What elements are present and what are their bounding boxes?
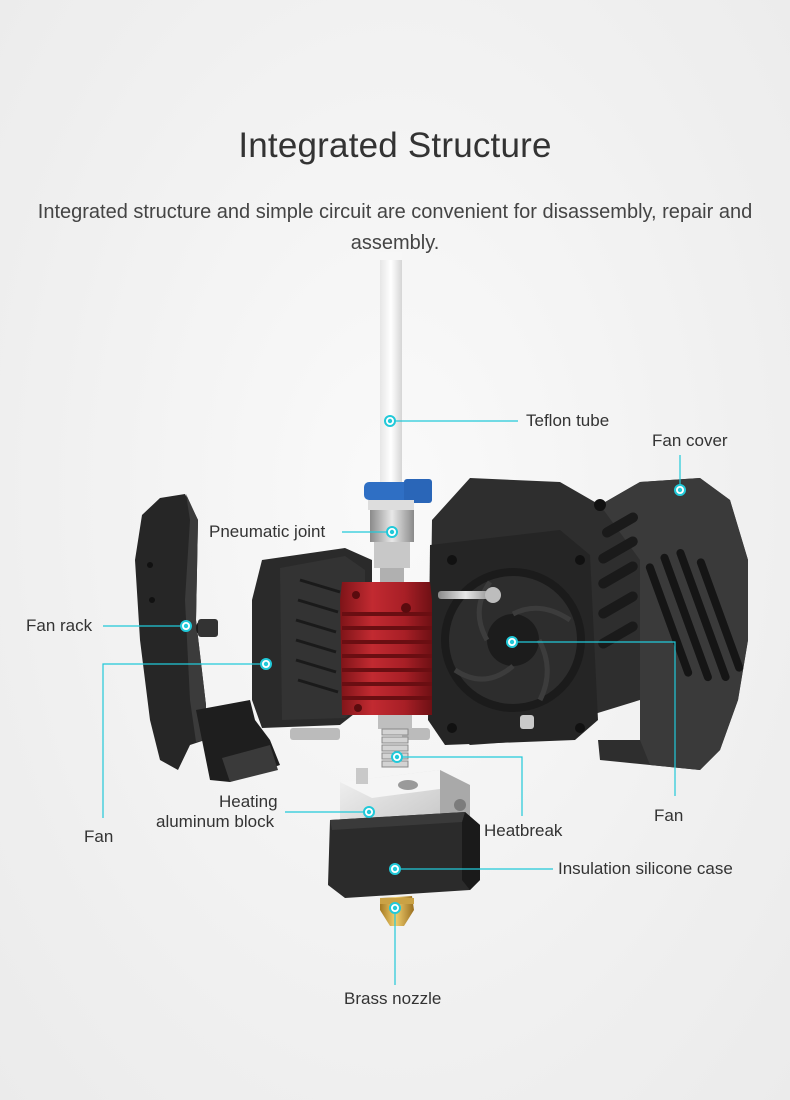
- teflon-tube-part: [380, 252, 402, 492]
- label-fan-rack: Fan rack: [26, 616, 93, 635]
- callout-heatbreak-line: [397, 756, 523, 816]
- label-fan-cover: Fan cover: [652, 431, 728, 450]
- callout-dot-heatbreak: [391, 751, 403, 763]
- callout-dot-fan-right: [506, 636, 518, 648]
- silicone-case-part: [328, 812, 480, 898]
- callout-fan-left-line: [102, 663, 266, 818]
- label-heatbreak: Heatbreak: [484, 821, 563, 840]
- callout-dot-insulation: [389, 863, 401, 875]
- callout-dot-pneumatic: [386, 526, 398, 538]
- label-heating-block-line2: aluminum block: [156, 812, 275, 831]
- callout-dot-fan-rack: [180, 620, 192, 632]
- callout-lines: [102, 420, 681, 985]
- callout-dot-teflon: [384, 415, 396, 427]
- label-teflon-tube: Teflon tube: [526, 411, 610, 430]
- label-fan-right: Fan: [654, 806, 684, 825]
- pneumatic-joint-part: [364, 479, 432, 582]
- heatsink-part: [340, 582, 432, 715]
- callout-dot-fan-cover: [674, 484, 686, 496]
- label-brass-nozzle: Brass nozzle: [344, 989, 442, 1008]
- callout-dots: [180, 415, 686, 914]
- page-subtitle: Integrated structure and simple circuit …: [37, 201, 753, 254]
- label-pneumatic-joint: Pneumatic joint: [209, 522, 326, 541]
- callout-dot-heating: [363, 806, 375, 818]
- page-title: Integrated Structure: [238, 126, 552, 165]
- callout-fan-right-line: [512, 641, 676, 796]
- callout-dot-nozzle: [389, 902, 401, 914]
- label-fan-left: Fan: [84, 827, 114, 846]
- callout-dot-fan-left: [260, 658, 272, 670]
- label-heating-block-line1: Heating: [219, 792, 278, 811]
- fan-rack-part: [135, 494, 280, 782]
- label-insulation-case: Insulation silicone case: [558, 859, 733, 878]
